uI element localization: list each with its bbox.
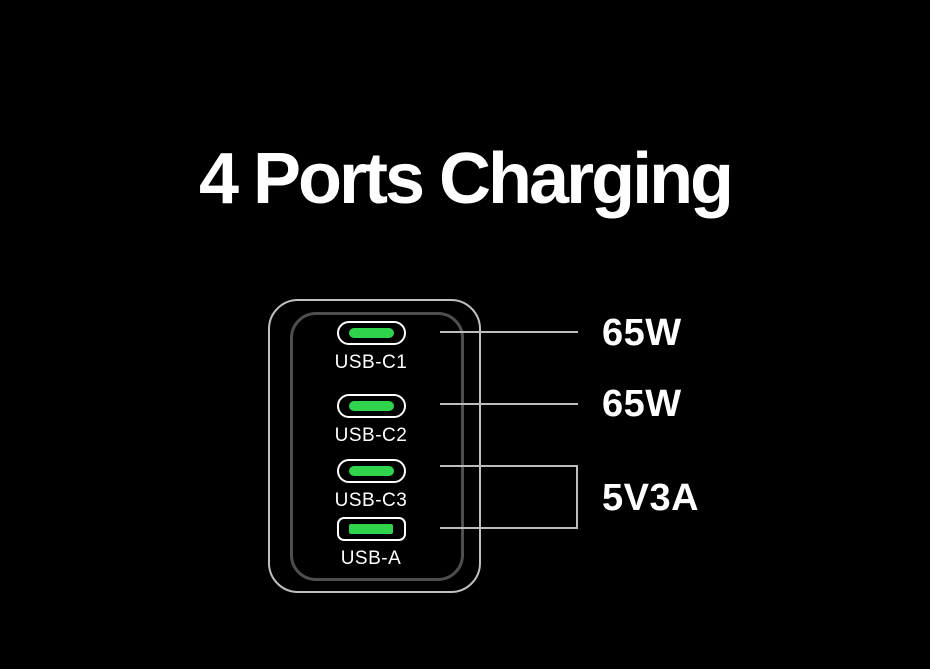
callout-line-usb-c1 [440,331,578,333]
usb-c-port-icon [336,321,406,345]
port-group-usb-c2: USB-C2 [301,394,441,446]
port-group-usb-a: USB-A [301,517,441,569]
callout-value-shared-5v3a: 5V3A [602,477,700,519]
port-label-usb-a: USB-A [340,548,402,569]
usb-c-pin-icon [348,401,394,411]
callout-value-usb-c2: 65W [602,383,682,425]
callout-line-usb-a [440,527,578,529]
charger-face-outline [290,312,464,581]
usb-c-port-icon [336,459,406,483]
usb-c-pin-icon [348,466,394,476]
callout-value-usb-c1: 65W [602,312,682,354]
usb-c-port-icon [336,394,406,418]
charger-body-outline [268,299,481,593]
page-title: 4 Ports Charging [198,139,734,219]
port-group-usb-c3: USB-C3 [301,459,441,511]
callout-line-usb-c2 [440,403,578,405]
port-group-usb-c1: USB-C1 [301,321,441,373]
port-label-usb-c2: USB-C2 [334,425,408,446]
callout-line-usb-c3 [440,465,578,467]
port-label-usb-c1: USB-C1 [334,352,408,373]
port-label-usb-c3: USB-C3 [334,490,408,511]
callout-bracket-connector [576,465,578,529]
usb-a-port-icon [336,517,406,541]
usb-a-pin-icon [349,524,393,534]
usb-c-pin-icon [348,328,394,338]
